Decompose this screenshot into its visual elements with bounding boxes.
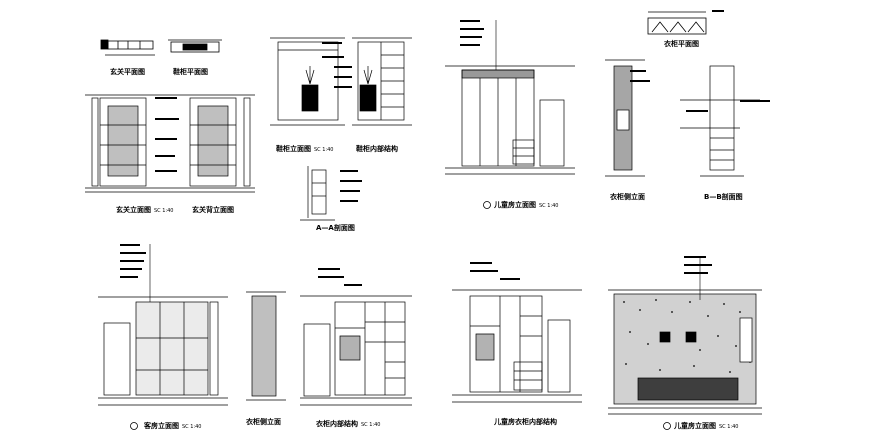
shoe-cabinet-plan-drawing: [168, 39, 222, 53]
detail-markers: [130, 201, 671, 430]
childrens-wardrobe-interior-drawing: [452, 289, 582, 403]
detail-marker-guest-room: [130, 422, 138, 430]
section-a-drawing: [300, 166, 335, 221]
wardrobe-plan-label-mark: [712, 10, 724, 12]
caption-childrens-room-elevation-2-title: 儿童房立面图: [674, 422, 716, 430]
caption-entrance-plan: 玄关平面图: [110, 68, 145, 76]
childrens-wardrobe-interior-labels: [470, 262, 520, 280]
childrens-room-elevation-labels: [460, 20, 497, 70]
scale-label: SC 1:40: [361, 422, 381, 428]
caption-childrens-wardrobe-interior: 儿童房衣柜内部结构: [494, 418, 557, 426]
shoe-cabinet-elevation-labels: [322, 42, 344, 58]
caption-section-b: B—B剖面图: [704, 193, 743, 201]
section-b-drawing: [680, 65, 760, 177]
caption-wardrobe-side-elevation-2: 衣柜侧立面: [246, 418, 281, 426]
caption-wardrobe-plan: 衣柜平面图: [664, 40, 699, 48]
wardrobe-interior-drawing: [300, 295, 412, 406]
guest-room-elevation-labels: [120, 244, 151, 302]
childrens-room-elevation-2-labels: [684, 256, 712, 300]
scale-label: SC 1:40: [539, 203, 559, 209]
section-a-labels: [340, 170, 362, 202]
scale-label: SC 1:40: [719, 424, 739, 430]
shoe-cabinet-elevation-drawing: [270, 37, 345, 126]
wardrobe-plan-drawing: [647, 11, 707, 35]
caption-wardrobe-side-elevation: 衣柜侧立面: [610, 193, 645, 201]
caption-shoe-cabinet-elevation-title: 鞋柜立面图: [276, 145, 311, 153]
entrance-plan-drawing: [100, 39, 155, 56]
wardrobe-side-elevation-drawing: [605, 59, 645, 177]
childrens-room-elevation-2-drawing: [608, 289, 762, 415]
section-b-labels: [686, 100, 770, 112]
caption-wardrobe-interior-title: 衣柜内部结构: [316, 420, 358, 428]
guest-room-elevation-drawing: [98, 296, 228, 406]
caption-childrens-room-elevation-title: 儿童房立面图: [494, 201, 536, 209]
wardrobe-interior-labels: [318, 268, 362, 286]
caption-shoe-cabinet-interior: 鞋柜内部结构: [356, 145, 398, 153]
childrens-room-elevation-drawing: [445, 65, 575, 175]
caption-entrance-elevation-title: 玄关立面图: [116, 206, 151, 214]
shoe-cabinet-interior-drawing: [352, 37, 412, 126]
wardrobe-side-elevation-2-drawing: [246, 291, 286, 401]
caption-shoe-cabinet-plan: 鞋柜平面图: [173, 68, 208, 76]
scale-label: SC 1:40: [182, 424, 202, 430]
entrance-elevation-leader-labels: [155, 97, 179, 172]
entrance-elevation-drawing: [85, 94, 255, 193]
scale-label: SC 1:40: [314, 147, 334, 153]
scale-label: SC 1:40: [154, 208, 174, 214]
caption-section-a: A—A剖面图: [316, 224, 355, 232]
caption-guest-room-elevation-title: 客房立面图: [144, 422, 179, 430]
wardrobe-side-elevation-labels: [630, 70, 650, 82]
caption-entrance-back-elevation: 玄关背立面图: [192, 206, 234, 214]
detail-marker-childrens-room: [483, 201, 491, 209]
shoe-cabinet-interior-labels: [334, 66, 352, 88]
detail-marker-childrens-room-2: [663, 422, 671, 430]
